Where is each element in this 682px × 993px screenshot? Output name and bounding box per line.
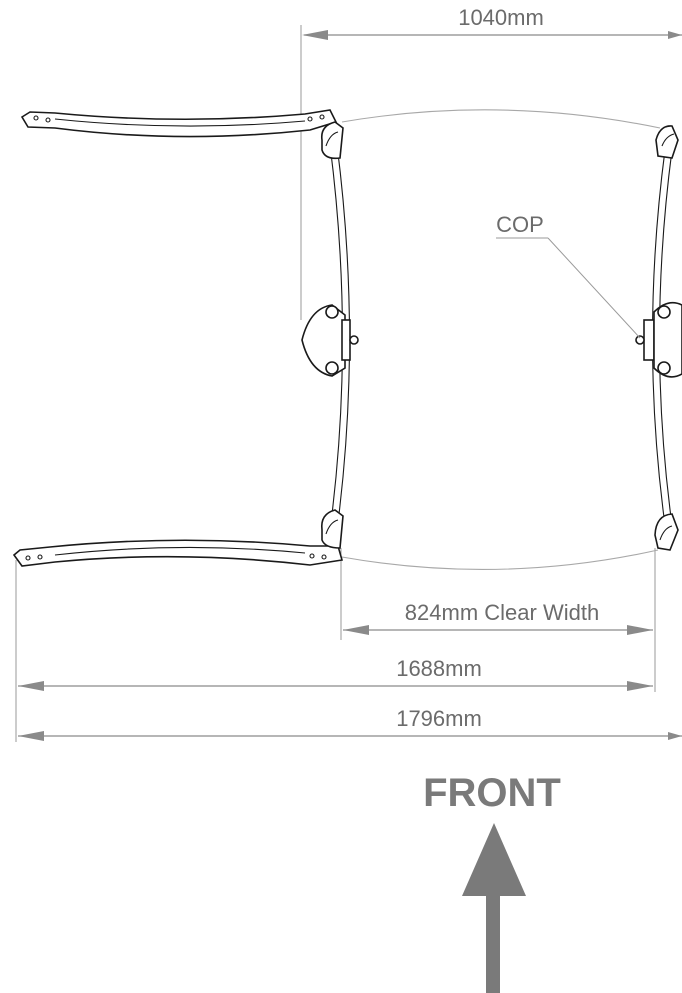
cop-callout: COP bbox=[496, 212, 641, 339]
front-arrow-icon bbox=[462, 823, 526, 993]
seat-outline bbox=[341, 109, 661, 570]
dimension-label-top-width: 1040mm bbox=[458, 5, 544, 30]
cop-label: COP bbox=[496, 212, 544, 237]
armrest-top-left bbox=[20, 109, 338, 138]
front-label: FRONT bbox=[423, 771, 561, 815]
side-frame-left bbox=[301, 121, 359, 549]
dimension-inner-width: 1688mm bbox=[18, 656, 653, 691]
front-indicator: FRONT bbox=[423, 771, 561, 993]
dimension-label-clear-width: 824mm Clear Width bbox=[405, 600, 599, 625]
dimension-label-inner-width: 1688mm bbox=[396, 656, 482, 681]
extension-lines bbox=[15, 25, 656, 742]
dimension-overall-width: 1796mm bbox=[18, 706, 682, 741]
dimension-clear-width: 824mm Clear Width bbox=[343, 600, 653, 635]
dimension-top-width: 1040mm bbox=[302, 5, 682, 40]
armrest-bottom-left bbox=[12, 539, 344, 567]
dimension-label-overall-width: 1796mm bbox=[396, 706, 482, 731]
side-frame-right bbox=[635, 125, 682, 551]
